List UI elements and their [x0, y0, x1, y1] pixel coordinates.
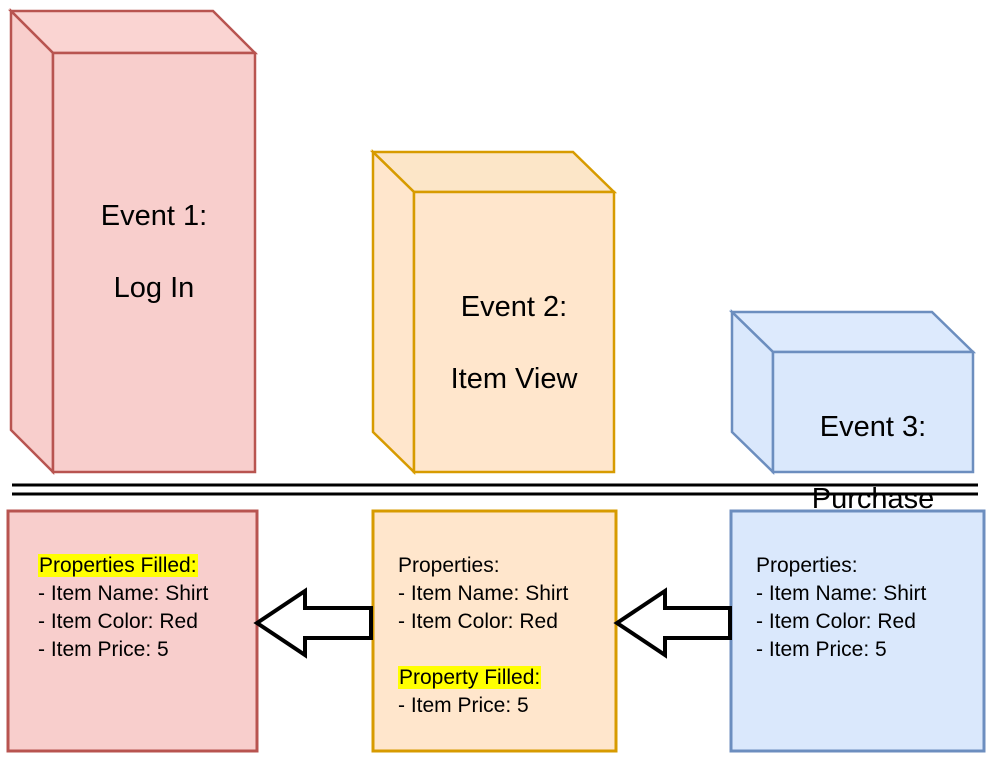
- properties-box-event-3-item-1: - Item Color: Red: [756, 610, 916, 633]
- properties-box-event-3-item-0: - Item Name: Shirt: [756, 582, 927, 605]
- properties-box-event-1-text: Properties Filled: - Item Name: Shirt - …: [38, 552, 256, 664]
- properties-box-event-1-heading: Properties Filled:: [38, 554, 198, 577]
- arrow-box3-to-box2: [613, 587, 732, 659]
- properties-box-event-1-item-0: - Item Name: Shirt: [38, 582, 209, 605]
- properties-box-event-3-heading: Properties:: [756, 554, 858, 577]
- event-2-cube-side-face: [371, 149, 416, 475]
- section-divider: [12, 483, 978, 496]
- properties-box-event-2-spacer: [398, 636, 610, 664]
- properties-box-event-2-text: Properties: - Item Name: Shirt - Item Co…: [398, 552, 610, 720]
- event-2-cube[interactable]: [369, 149, 618, 475]
- properties-box-event-2[interactable]: [371, 509, 618, 753]
- event-3-cube-front-face: [771, 350, 975, 474]
- properties-box-event-2-item-0: - Item Name: Shirt: [398, 582, 569, 605]
- event-1-cube[interactable]: [7, 7, 259, 476]
- arrow-box2-to-box1: [253, 587, 373, 659]
- event-2-cube-front-face: [412, 190, 616, 474]
- properties-box-event-2-second-heading: Property Filled:: [398, 666, 542, 689]
- properties-box-event-2-heading: Properties:: [398, 554, 500, 577]
- properties-box-event-3[interactable]: [729, 509, 986, 753]
- properties-box-event-1-item-1: - Item Color: Red: [38, 610, 198, 633]
- properties-box-event-3-text: Properties: - Item Name: Shirt - Item Co…: [756, 552, 978, 664]
- properties-box-event-1-item-2: - Item Price: 5: [38, 638, 169, 661]
- properties-box-event-2-second-item-0: - Item Price: 5: [398, 694, 529, 717]
- event-1-cube-side-face: [9, 7, 55, 476]
- event-3-cube[interactable]: [728, 309, 977, 475]
- properties-box-event-3-item-2: - Item Price: 5: [756, 638, 887, 661]
- event-1-cube-front-face: [51, 51, 257, 474]
- properties-box-event-1[interactable]: [6, 509, 259, 753]
- properties-box-event-2-item-1: - Item Color: Red: [398, 610, 558, 633]
